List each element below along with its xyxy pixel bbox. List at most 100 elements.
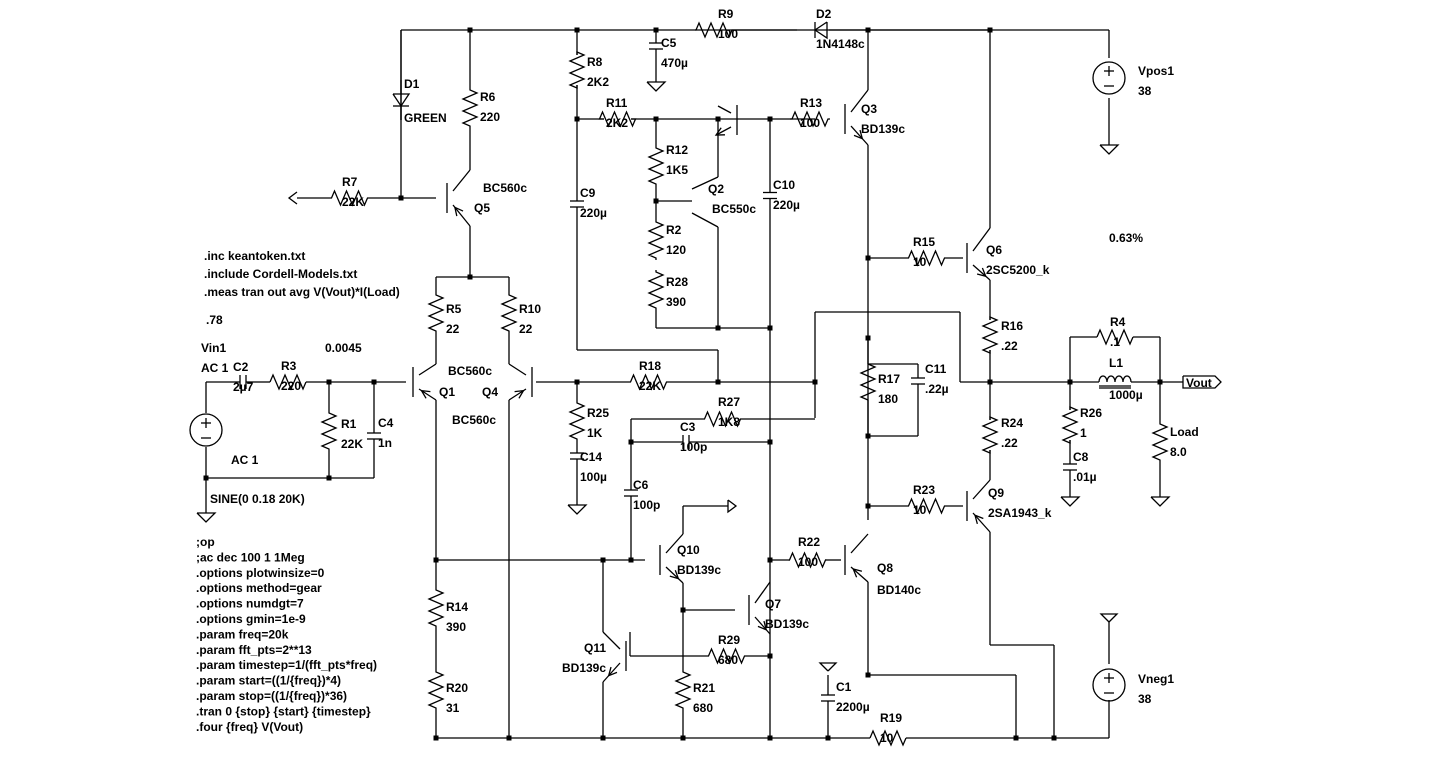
junction-dot	[628, 439, 634, 445]
source-function: SINE(0 0.18 20K)	[210, 492, 305, 506]
ref-label: C10	[773, 178, 795, 192]
ground-symbol	[1150, 496, 1171, 507]
ref-label: C4	[378, 416, 394, 430]
junction-dot	[865, 255, 871, 261]
source-value: AC 1	[231, 453, 259, 467]
level-readout: 0.0045	[325, 341, 362, 355]
wires	[203, 27, 1222, 741]
ref-label: Q6	[986, 243, 1002, 257]
spice-command: .options plotwinsize=0	[196, 566, 325, 580]
ref-label: R15	[913, 235, 935, 249]
value-label: BC560c	[448, 364, 492, 378]
ref-label: C2	[233, 360, 249, 374]
value-label: 220µ	[580, 206, 607, 220]
ref-label: Vneg1	[1138, 672, 1174, 686]
value-label: 10	[913, 255, 927, 269]
spice-directive: .meas tran out avg V(Vout)*I(Load)	[204, 285, 400, 299]
spice-command: .param timestep=1/(fft_pts*freq)	[196, 658, 377, 672]
ref-label: R28	[666, 275, 688, 289]
ref-label: L1	[1109, 356, 1123, 370]
ref-label: C6	[633, 478, 649, 492]
value-label: .22µ	[925, 382, 949, 396]
junction-dot	[767, 439, 773, 445]
junction-dot	[715, 325, 721, 331]
value-label: 680	[693, 701, 713, 715]
ref-label: C14	[580, 450, 602, 464]
ref-label: R19	[880, 711, 902, 725]
ground-symbol	[196, 512, 217, 523]
ref-label: D2	[816, 7, 832, 21]
value-label: 1K8	[718, 415, 740, 429]
value-label: 390	[666, 295, 686, 309]
spice-command: .param fft_pts=2**13	[196, 643, 312, 657]
value-label: 22K	[342, 195, 364, 209]
value-label: GREEN	[404, 111, 447, 125]
junction-dot	[203, 475, 209, 481]
ref-label: Q9	[988, 486, 1004, 500]
ref-label: D1	[404, 77, 420, 91]
vout-net-label: Vout	[1186, 376, 1212, 390]
value-label: .01µ	[1073, 470, 1097, 484]
value-label: 100µ	[580, 470, 607, 484]
ref-label: Vin1	[201, 341, 226, 355]
ref-label: R29	[718, 633, 740, 647]
ref-label: C5	[661, 36, 677, 50]
ref-label: R11	[606, 96, 628, 110]
value-label: 22K	[639, 379, 661, 393]
value-label: 22	[519, 322, 533, 336]
junction-dot	[326, 475, 332, 481]
value-label: 10	[913, 503, 927, 517]
junction-dot	[987, 379, 993, 385]
spice-command: .options gmin=1e-9	[196, 612, 306, 626]
junction-dot	[865, 503, 871, 509]
junction-dot	[1051, 735, 1057, 741]
junction-dot	[865, 433, 871, 439]
ref-label: Q8	[877, 561, 893, 575]
value-label: 1n	[378, 436, 392, 450]
value-label: 22	[446, 322, 460, 336]
ref-label: R17	[878, 372, 900, 386]
value-label: 2SC5200_k	[986, 263, 1050, 277]
ref-label: C11	[925, 362, 947, 376]
ref-label: R7	[342, 175, 358, 189]
ref-label: Q2	[708, 182, 724, 196]
junction-dot	[600, 735, 606, 741]
ref-label: R14	[446, 600, 468, 614]
junction-dot	[574, 116, 580, 122]
junction-dot	[574, 379, 580, 385]
ref-label: R8	[587, 55, 603, 69]
resistor-r16: R16.22	[981, 316, 1023, 354]
spice-command: ;ac dec 100 1 1Meg	[196, 550, 305, 564]
ground-symbol	[646, 81, 667, 92]
value-label: 220	[480, 110, 500, 124]
junction-dot	[600, 557, 606, 563]
resistor-r4: R4.1	[1096, 315, 1134, 349]
spice-directive: .inc keantoken.txt	[204, 249, 305, 263]
junction-dot	[680, 735, 686, 741]
ref-label: R2	[666, 223, 682, 237]
ref-label: C8	[1073, 450, 1089, 464]
junction-dot	[715, 116, 721, 122]
